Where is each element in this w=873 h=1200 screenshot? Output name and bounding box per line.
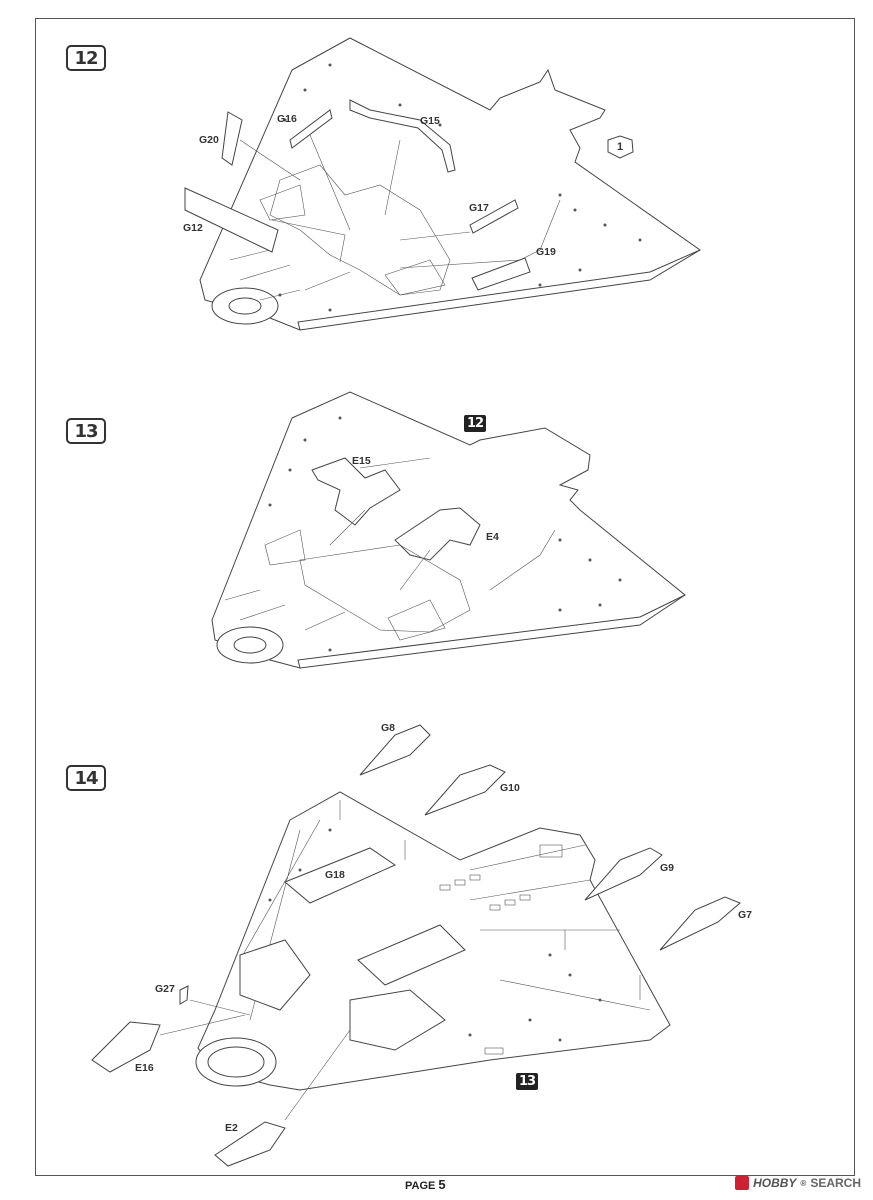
part-label-e16: E16 xyxy=(135,1062,154,1074)
watermark-search: SEARCH xyxy=(810,1176,861,1190)
watermark-registered-mark: ® xyxy=(800,1178,807,1188)
part-label-e4: E4 xyxy=(486,531,499,543)
part-g9-shape xyxy=(584,847,663,901)
part-g19-shape xyxy=(471,257,531,291)
part-e15-shape xyxy=(311,457,401,526)
page-label: PAGE xyxy=(405,1180,436,1192)
part-g12-shape xyxy=(184,187,279,253)
page-footer: PAGE 5 xyxy=(405,1177,446,1192)
part-label-g8: G8 xyxy=(381,722,396,734)
part-label-e2: E2 xyxy=(225,1122,238,1134)
part-label-g16: G16 xyxy=(277,113,297,125)
part-label-g19: G19 xyxy=(536,246,556,258)
part-e4-shape xyxy=(394,507,481,561)
step14-wing-assembly xyxy=(91,724,741,1167)
part-label-g12: G12 xyxy=(183,222,203,234)
part-label-g15: G15 xyxy=(420,115,440,127)
step-13-reference-badge: 13 xyxy=(516,1073,539,1090)
step-12-badge: 12 xyxy=(66,45,106,71)
part-g18-shape xyxy=(284,847,397,904)
part-g16-shape xyxy=(289,109,333,149)
part-label-g18: G18 xyxy=(325,869,345,881)
part-g17-shape xyxy=(469,199,519,234)
hobbysearch-logo-icon xyxy=(735,1176,750,1190)
step13-wing-plate xyxy=(211,391,686,669)
part-g10-shape xyxy=(424,764,506,816)
watermark: HOBBY ® SEARCH xyxy=(735,1176,861,1190)
part-g7-shape xyxy=(659,896,741,951)
step-13-badge: 13 xyxy=(66,418,106,444)
page-number: 5 xyxy=(438,1177,446,1192)
part-label-e15: E15 xyxy=(352,455,371,467)
part-label-g27: G27 xyxy=(155,983,175,995)
ref-hex xyxy=(607,135,634,159)
watermark-brand: HOBBY xyxy=(753,1176,797,1190)
page-frame xyxy=(35,18,855,1176)
part-label-g9: G9 xyxy=(660,862,675,874)
reference-number: 1 xyxy=(617,141,624,153)
part-g27-shape xyxy=(179,985,189,1005)
step12-wing-plate xyxy=(184,37,701,331)
part-label-g7: G7 xyxy=(738,909,753,921)
step-14-badge: 14 xyxy=(66,765,106,791)
part-g8-shape xyxy=(359,724,431,776)
part-label-g10: G10 xyxy=(500,782,520,794)
part-g20-shape xyxy=(221,111,243,166)
part-e2-shape xyxy=(214,1121,286,1167)
part-g15-shape xyxy=(349,99,456,173)
part-e16-shape xyxy=(91,1021,161,1073)
part-label-g20: G20 xyxy=(199,134,219,146)
part-label-g17: G17 xyxy=(469,202,489,214)
step-12-reference-badge: 12 xyxy=(464,415,487,432)
